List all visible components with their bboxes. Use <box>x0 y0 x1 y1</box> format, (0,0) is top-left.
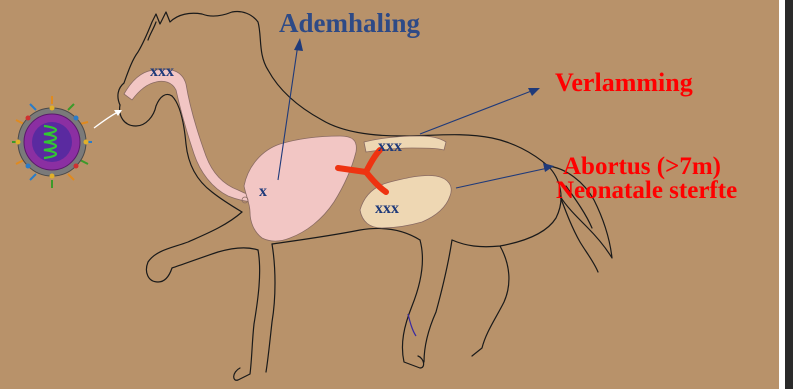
label-abortion: Abortus (>7m) <box>563 154 721 179</box>
site-mark-spinal-cord: xxx <box>378 139 402 155</box>
site-mark-nose: xxx <box>150 64 174 80</box>
virus-particle-icon <box>12 96 92 188</box>
arrow-verlamming <box>420 90 534 134</box>
horse-outline <box>118 11 612 380</box>
label-respiration: Ademhaling <box>279 10 420 37</box>
hoof-mark <box>408 314 416 336</box>
label-paralysis: Verlamming <box>555 70 693 96</box>
site-mark-uterus: xxx <box>375 201 399 217</box>
slide-edge-dark <box>785 0 793 389</box>
entry-arrow <box>94 112 118 128</box>
arrow-abortus <box>456 168 548 188</box>
respiratory-tract <box>124 69 256 202</box>
site-mark-lung: x <box>259 184 267 200</box>
label-neonatal-death: Neonatale sterfte <box>556 178 737 203</box>
